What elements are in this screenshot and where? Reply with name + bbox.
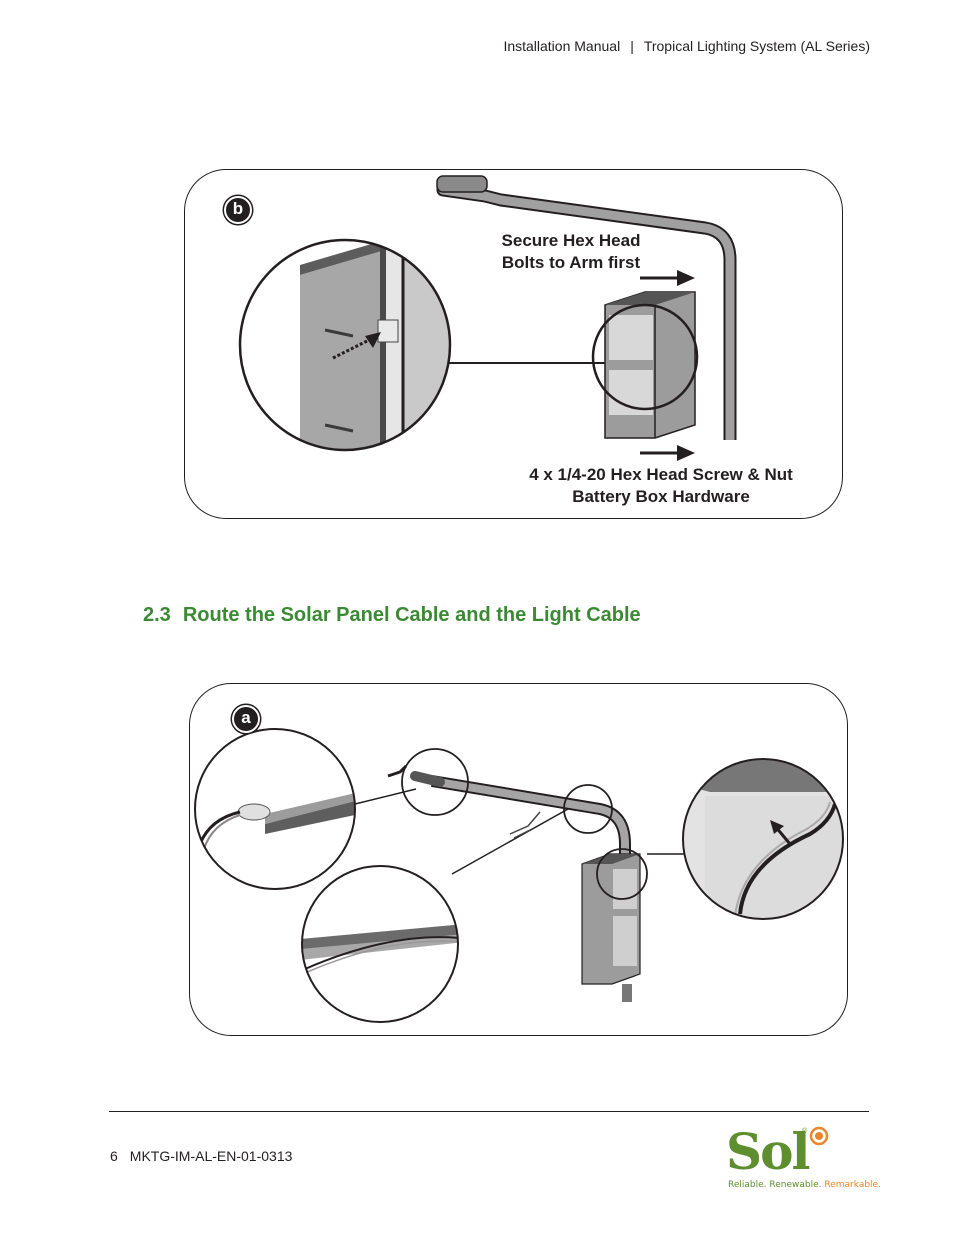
section-number: 2.3 xyxy=(143,604,171,626)
arrow-right-icon xyxy=(640,270,695,286)
tagline-remarkable: Remarkable. xyxy=(824,1180,881,1190)
sun-icon xyxy=(809,1126,829,1146)
battery-box xyxy=(581,853,641,1002)
section-title: Route the Solar Panel Cable and the Ligh… xyxy=(182,604,641,626)
page-header: Installation Manual | Tropical Lighting Sy… xyxy=(503,38,870,54)
page-number: 6 xyxy=(110,1148,118,1164)
highlight-circle xyxy=(401,748,469,816)
figure-b-illustration xyxy=(238,175,737,461)
figure-a-badge: a xyxy=(232,705,260,733)
zoom-detail-arm-end xyxy=(195,729,355,889)
figure-a-panel: a xyxy=(189,683,848,1036)
figure-a-illustration xyxy=(194,728,844,1023)
sol-logo: Sol ® Reliable. Renewable. Remarkable. xyxy=(726,1122,881,1194)
logo-registered-mark: ® xyxy=(802,1128,808,1135)
zoom-detail-box-entry xyxy=(683,759,843,919)
zoom-detail-cable-channel xyxy=(302,866,458,1022)
page-footer: 6 MKTG-IM-AL-EN-01-0313 xyxy=(110,1148,292,1164)
section-heading: 2.3 Route the Solar Panel Cable and the L… xyxy=(143,604,641,627)
header-manual-title: Installation Manual xyxy=(503,38,621,54)
zoom-circle xyxy=(238,238,452,452)
light-arm xyxy=(436,175,737,440)
tagline-reliable: Reliable. xyxy=(728,1180,767,1190)
logo-wordmark: Sol xyxy=(726,1122,810,1181)
zoom-connector-line xyxy=(451,808,569,875)
highlight-circle xyxy=(596,848,648,900)
zoom-detail-bracket xyxy=(240,240,450,450)
zoom-connector-line xyxy=(354,788,417,805)
box-highlight-circle xyxy=(591,303,699,411)
footer-divider xyxy=(109,1111,869,1112)
callout-secure-bolts: Secure Hex Head Bolts to Arm first xyxy=(501,231,641,272)
tagline-renewable: Renewable. xyxy=(769,1180,822,1190)
figure-b-badge: b xyxy=(224,196,252,224)
zoom-circle xyxy=(682,758,844,920)
light-arm xyxy=(387,764,631,862)
callout-battery-hardware: 4 x 1/4-20 Hex Head Screw & Nut Battery … xyxy=(529,465,793,506)
battery-box xyxy=(604,291,696,439)
zoom-circle xyxy=(301,865,459,1023)
zoom-circle xyxy=(194,728,356,890)
highlight-circle xyxy=(563,784,613,834)
document-code: MKTG-IM-AL-EN-01-0313 xyxy=(129,1148,293,1164)
header-product-name: Tropical Lighting System (AL Series) xyxy=(643,38,870,54)
arrow-right-icon xyxy=(640,445,695,461)
logo-tagline: Reliable. Renewable. Remarkable. xyxy=(728,1180,881,1190)
figure-b-panel: b Secure Hex Head Bolts to Arm first 4 x… xyxy=(184,169,843,519)
header-separator: | xyxy=(630,38,634,54)
